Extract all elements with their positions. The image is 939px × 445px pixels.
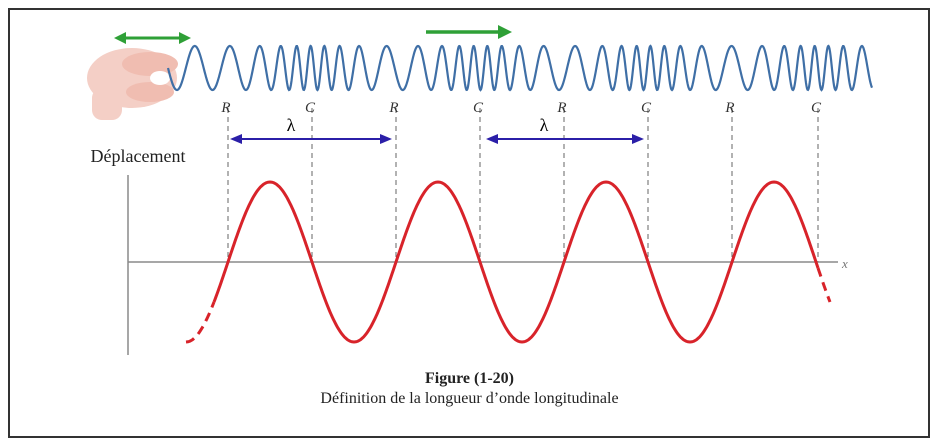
rarefaction-compression-guides [227, 108, 819, 262]
marker-label: C [305, 100, 316, 116]
wavelength-arrow-2 [486, 134, 644, 144]
hand-icon [87, 48, 178, 120]
marker-label: R [556, 100, 566, 116]
marker-label: C [641, 100, 652, 116]
marker-label: R [220, 100, 230, 116]
marker-label: R [724, 100, 734, 116]
marker-label: R [388, 100, 398, 116]
wavelength-label-1: λ [287, 115, 296, 135]
figure-caption: Figure (1-20) Définition de la longueur … [0, 370, 939, 408]
wavelength-label-2: λ [540, 115, 549, 135]
wavelength-arrow-1 [230, 134, 392, 144]
displacement-label: Déplacement [91, 146, 186, 166]
x-axis-label: x [841, 256, 848, 271]
figure-title: Figure (1-20) [424, 370, 514, 387]
marker-label: C [473, 100, 484, 116]
wave-dashed-end [816, 267, 832, 303]
figure-subtitle: Définition de la longueur d’onde longitu… [320, 390, 619, 407]
right-arrow-icon [426, 25, 512, 39]
marker-label: C [811, 100, 822, 116]
displacement-wave [212, 180, 820, 344]
spring-coil [166, 44, 874, 92]
double-arrow-icon [114, 32, 191, 44]
wave-dashed-start [185, 301, 216, 344]
